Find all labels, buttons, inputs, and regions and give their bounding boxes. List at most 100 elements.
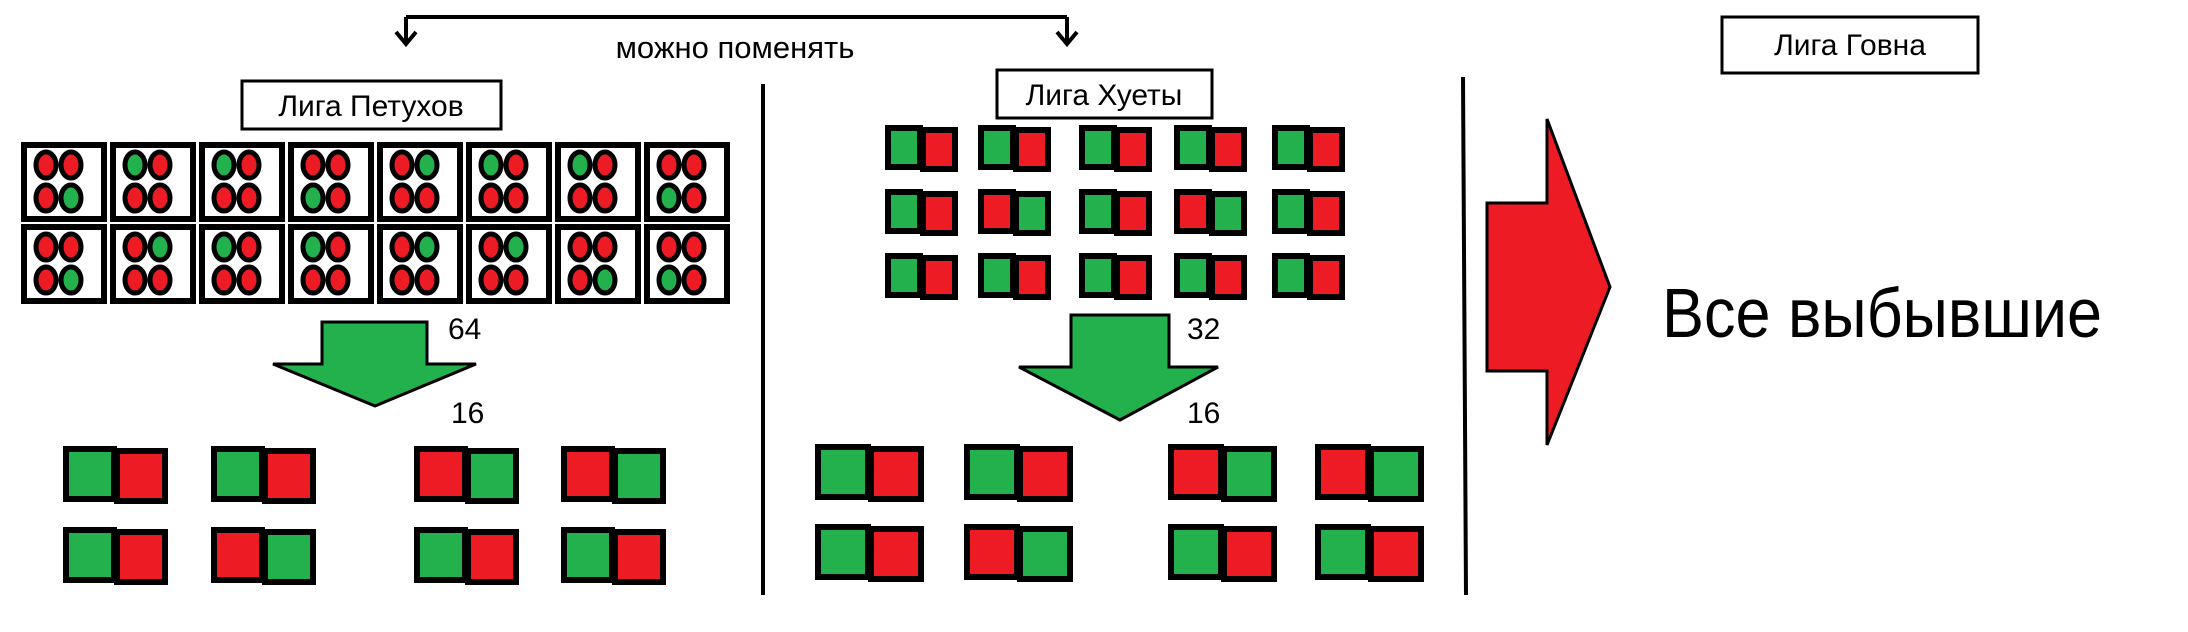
green-square (1174, 125, 1212, 170)
green-square (1174, 253, 1212, 298)
red-player (325, 182, 351, 214)
red-player (236, 182, 262, 214)
player-pair (964, 444, 1073, 502)
red-square (1221, 526, 1277, 582)
green-square (612, 448, 666, 504)
red-player (236, 264, 262, 296)
red-player (567, 182, 593, 214)
red-player (325, 149, 351, 181)
red-player (681, 231, 707, 263)
green-player (656, 182, 682, 214)
red-player (414, 264, 440, 296)
red-player (33, 182, 59, 214)
khuety-pairs-grid (885, 125, 1345, 300)
red-square (1114, 191, 1152, 236)
govna-caption: Все выбывшие (1662, 274, 2102, 352)
player-pair (63, 446, 168, 504)
green-square (1079, 125, 1117, 170)
group-box (21, 224, 107, 304)
group-box (110, 142, 196, 222)
right-arrow (1485, 118, 1612, 446)
red-square (920, 127, 958, 172)
player-pair (1272, 125, 1345, 172)
red-player (567, 231, 593, 263)
red-player (681, 149, 707, 181)
red-square (868, 526, 924, 582)
green-square (815, 444, 871, 500)
red-player (122, 264, 148, 296)
player-pair (815, 524, 924, 582)
red-square (1307, 255, 1345, 300)
green-player (300, 182, 326, 214)
red-player (478, 264, 504, 296)
group-box (199, 224, 285, 304)
down-arrow-left (272, 320, 477, 408)
red-player (503, 182, 529, 214)
player-pair (1315, 524, 1424, 582)
red-player (236, 149, 262, 181)
green-square (964, 444, 1020, 500)
player-pair (1272, 253, 1345, 300)
red-player (567, 264, 593, 296)
player-pair (964, 524, 1073, 582)
petukhov-title-box (240, 79, 503, 131)
green-square (1079, 253, 1117, 298)
green-player (147, 231, 173, 263)
khuety-count-in: 32 (1187, 313, 1220, 346)
red-player (389, 264, 415, 296)
green-square (885, 125, 923, 170)
swap-note: можно поменять (616, 30, 855, 65)
group-box (288, 224, 374, 304)
red-player (681, 264, 707, 296)
green-square (1272, 189, 1310, 234)
green-player (58, 182, 84, 214)
divider-right (1461, 76, 1468, 596)
green-square (414, 527, 468, 583)
player-pair (561, 446, 666, 504)
red-square (1114, 127, 1152, 172)
green-player (503, 231, 529, 263)
player-pair (561, 527, 666, 585)
green-player (122, 149, 148, 181)
red-square (978, 189, 1016, 234)
red-square (1209, 255, 1247, 300)
petukhov-groups-grid (21, 142, 730, 304)
red-square (868, 446, 924, 502)
khuety-count-out: 16 (1187, 397, 1220, 430)
red-player (656, 231, 682, 263)
green-square (1272, 125, 1310, 170)
red-square (114, 529, 168, 585)
red-square (920, 191, 958, 236)
red-square (114, 448, 168, 504)
red-square (1013, 255, 1051, 300)
red-square (1168, 444, 1224, 500)
player-pair (1174, 125, 1247, 172)
green-square (1017, 526, 1073, 582)
group-box (644, 224, 730, 304)
khuety-title-box (995, 68, 1214, 120)
player-pair (978, 253, 1051, 300)
green-square (1368, 446, 1424, 502)
player-pair (978, 125, 1051, 172)
group-box (466, 142, 552, 222)
green-square (978, 125, 1016, 170)
red-player (389, 182, 415, 214)
red-player (122, 182, 148, 214)
red-player (211, 264, 237, 296)
green-square (63, 527, 117, 583)
player-pair (1174, 253, 1247, 300)
govna-title-box (1720, 15, 1980, 75)
red-player (414, 182, 440, 214)
player-pair (211, 446, 316, 504)
green-player (414, 231, 440, 263)
green-square (1079, 189, 1117, 234)
red-square (211, 527, 265, 583)
green-player (211, 231, 237, 263)
green-square (1315, 524, 1371, 580)
green-square (1013, 191, 1051, 236)
red-player (325, 264, 351, 296)
red-player (503, 149, 529, 181)
red-player (122, 231, 148, 263)
green-square (561, 527, 615, 583)
